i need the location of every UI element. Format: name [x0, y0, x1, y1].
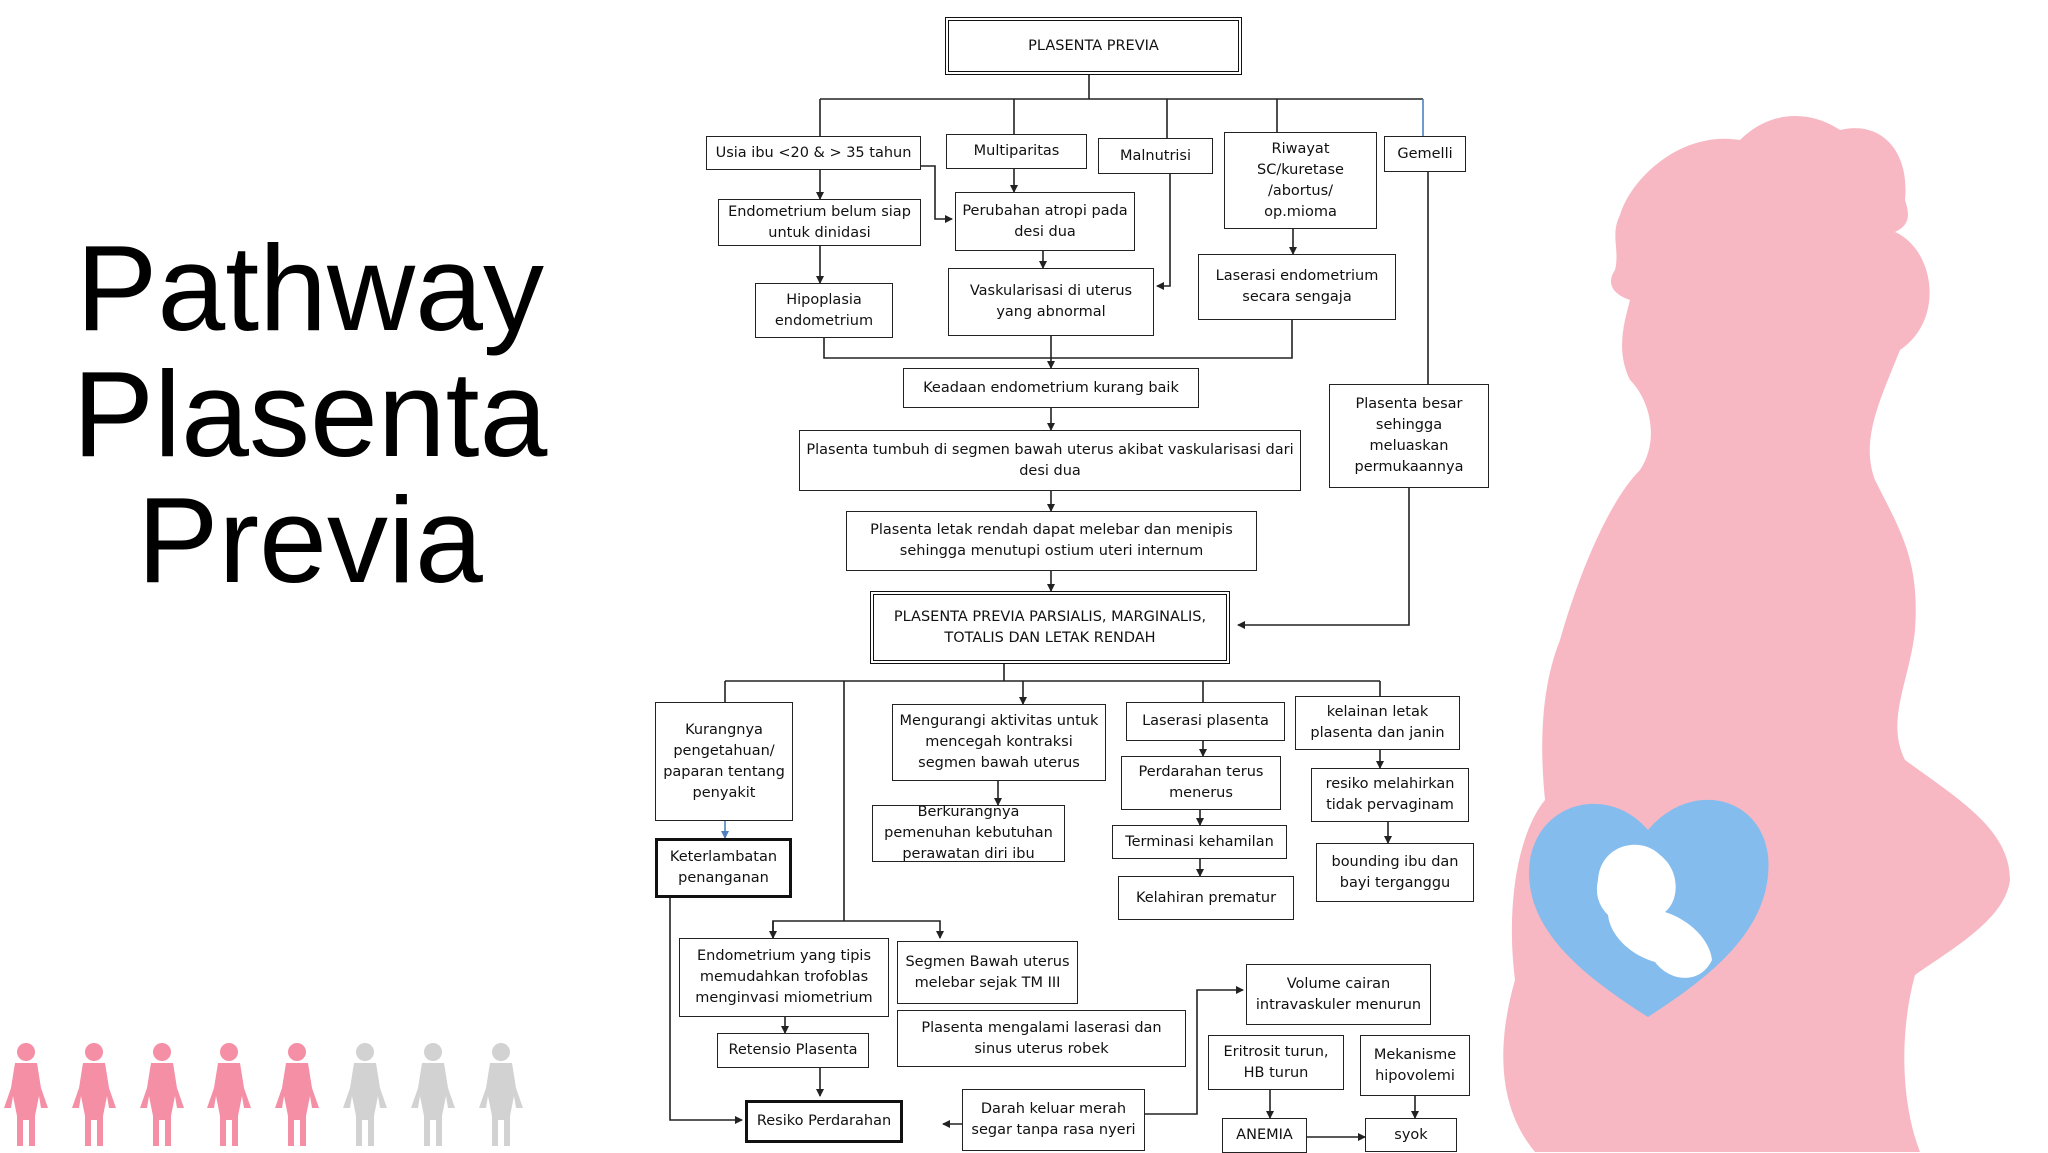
- box-segmen-bawah: Segmen Bawah uterus melebar sejak TM III: [897, 941, 1078, 1004]
- box-resiko-melahirkan: resiko melahirkan tidak pervaginam: [1311, 768, 1469, 822]
- box-perubahan-atropi: Perubahan atropi pada desi dua: [955, 192, 1135, 251]
- box-anemia: ANEMIA: [1222, 1118, 1307, 1153]
- box-plasenta-besar: Plasenta besar sehingga meluaskan permuk…: [1329, 384, 1489, 488]
- title-line-1: Pathway: [76, 220, 544, 356]
- box-berkurangnya: Berkurangnya pemenuhan kebutuhan perawat…: [872, 804, 1065, 862]
- box-retensio: Retensio Plasenta: [717, 1033, 869, 1068]
- box-usia-ibu: Usia ibu <20 & > 35 tahun: [706, 136, 921, 170]
- box-darah-keluar: Darah keluar merah segar tanpa rasa nyer…: [962, 1089, 1145, 1151]
- box-plasenta-letak: Plasenta letak rendah dapat melebar dan …: [846, 511, 1257, 571]
- box-plasenta-tumbuh: Plasenta tumbuh di segmen bawah uterus a…: [799, 430, 1301, 491]
- box-bounding: bounding ibu dan bayi terganggu: [1316, 843, 1474, 902]
- box-eritrosit: Eritrosit turun, HB turun: [1208, 1035, 1344, 1090]
- box-keterlambatan: Keterlambatan penanganan: [655, 838, 792, 898]
- box-malnutrisi: Malnutrisi: [1098, 138, 1213, 174]
- connector-malnutrisi-vaskularisasi: [1156, 174, 1171, 290]
- box-syok: syok: [1365, 1118, 1457, 1152]
- title-line-2: Plasenta: [72, 346, 548, 482]
- box-volume-cairan: Volume cairan intravaskuler menurun: [1246, 964, 1431, 1025]
- box-terminasi: Terminasi kehamilan: [1112, 825, 1287, 859]
- box-vaskularisasi: Vaskularisasi di uterus yang abnormal: [948, 268, 1154, 336]
- connector-besar-previa: [1237, 488, 1410, 629]
- box-endometrium-belum: Endometrium belum siap untuk dinidasi: [718, 199, 921, 246]
- box-riwayat: Riwayat SC/kuretase /abortus/ op.mioma: [1224, 132, 1377, 229]
- box-endometrium-tipis: Endometrium yang tipis memudahkan trofob…: [679, 938, 889, 1017]
- box-kurangnya: Kurangnya pengetahuan/ paparan tentang p…: [655, 702, 793, 821]
- box-laserasi-plasenta: Laserasi plasenta: [1126, 702, 1285, 741]
- box-multiparitas: Multiparitas: [946, 134, 1087, 169]
- box-kelainan-letak: kelainan letak plasenta dan janin: [1295, 696, 1460, 750]
- connector-keterlambatan-resiko: [669, 898, 743, 1124]
- box-laserasi-endometrium: Laserasi endometrium secara sengaja: [1198, 254, 1396, 320]
- page-title: Pathway Plasenta Previa: [40, 225, 580, 603]
- box-resiko-perdarahan: Resiko Perdarahan: [745, 1100, 903, 1143]
- fetus-shape: [1596, 844, 1712, 978]
- connector-split-endometrium: [772, 920, 944, 939]
- box-hipoplasia: Hipoplasia endometrium: [755, 283, 893, 338]
- box-kelahiran-prematur: Kelahiran prematur: [1118, 876, 1294, 920]
- box-previa-parsialis: PLASENTA PREVIA PARSIALIS, MARGINALIS, T…: [870, 591, 1230, 664]
- box-gemelli: Gemelli: [1384, 136, 1466, 172]
- connector-hipoplasia-bus: [823, 320, 1293, 359]
- box-plasenta-previa: PLASENTA PREVIA: [945, 17, 1242, 75]
- box-keadaan-endometrium: Keadaan endometrium kurang baik: [903, 368, 1199, 408]
- title-line-3: Previa: [137, 472, 483, 608]
- box-mekanisme: Mekanisme hipovolemi: [1360, 1035, 1470, 1096]
- box-plasenta-mengalami: Plasenta mengalami laserasi dan sinus ut…: [897, 1010, 1186, 1067]
- box-mengurangi: Mengurangi aktivitas untuk mencegah kont…: [892, 704, 1106, 781]
- box-perdarahan-terus: Perdarahan terus menerus: [1121, 756, 1281, 810]
- connector-darah-volume: [1145, 986, 1244, 1115]
- connector-usia-perubahan: [920, 165, 953, 223]
